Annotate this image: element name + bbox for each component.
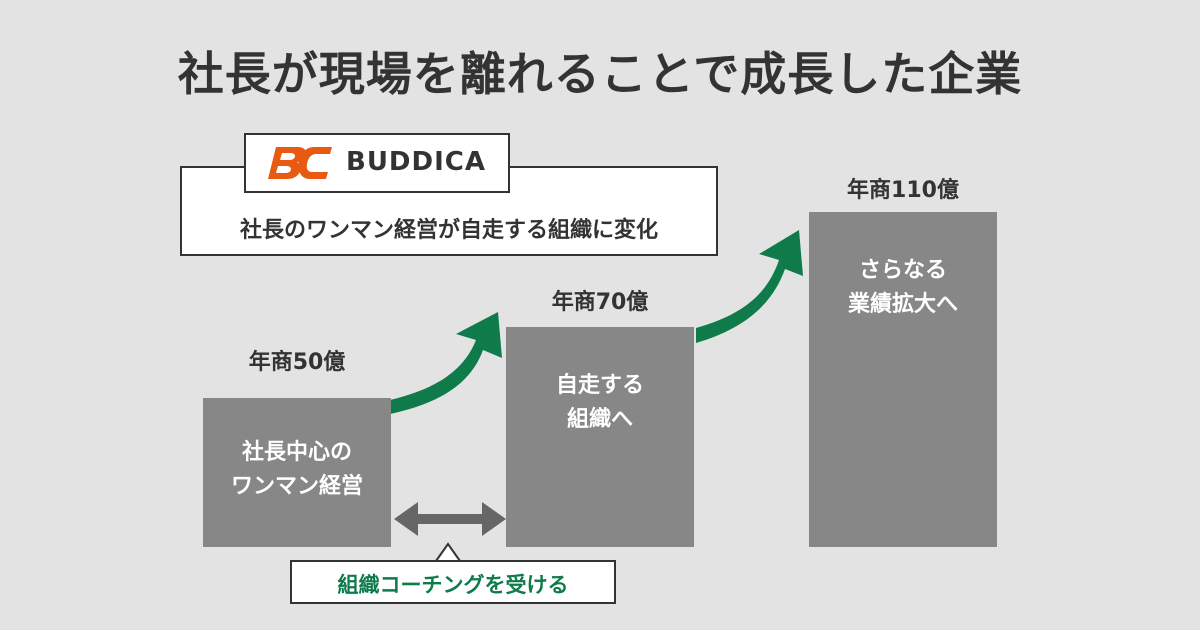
growth-arrow-2 [696,230,803,343]
stage-bar-2: 自走する 組織へ [506,327,694,547]
stage-1-line-2: ワンマン経営 [230,474,363,499]
coaching-label: 組織コーチングを受ける [337,573,569,597]
stage-1-line-1: 社長中心の [241,440,352,465]
stage-3-line-2: 業績拡大へ [847,292,958,317]
brand-logo-icon [268,147,332,179]
link-arrow [394,502,506,536]
revenue-label-2: 年商70億 [551,290,649,315]
stage-bar-3: さらなる 業績拡大へ [809,212,997,547]
brand-name: BUDDICA [346,147,486,177]
stage-3-line-1: さらなる [858,258,947,283]
revenue-label-3: 年商110億 [847,178,959,203]
note-text: 社長のワンマン経営が自走する組織に変化 [239,218,658,243]
stage-2-line-2: 組織へ [566,407,633,432]
coach-pointer [434,542,462,562]
growth-arrow-1 [390,312,502,414]
stage-bar-1: 社長中心の ワンマン経営 [203,398,391,547]
brand-logo-box: BUDDICA [244,133,510,193]
stage-2-line-1: 自走する [555,373,644,398]
coaching-callout: 組織コーチングを受ける [290,560,616,604]
page-title: 社長が現場を離れることで成長した企業 [177,47,1023,101]
revenue-label-1: 年商50億 [248,350,346,375]
